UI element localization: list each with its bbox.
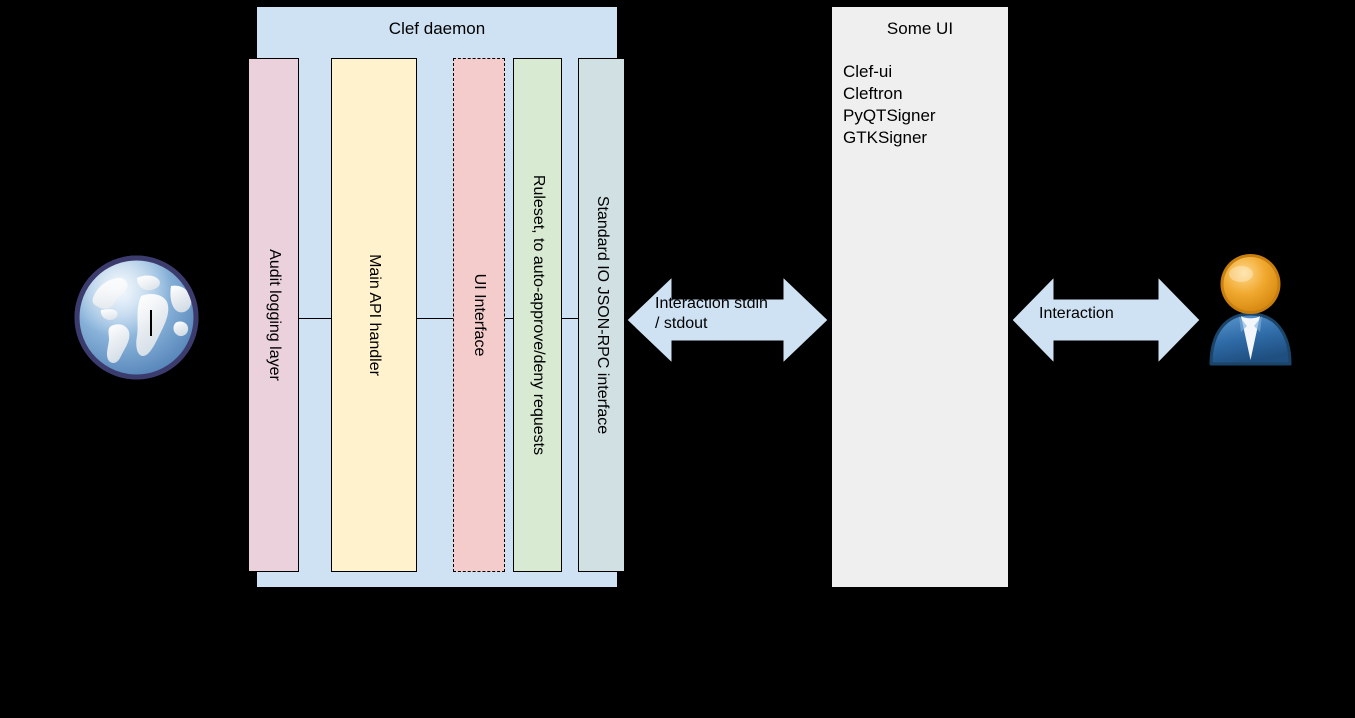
column-label-standard-io-jsonrpc-interface: Standard IO JSON-RPC interface [593,195,611,435]
interaction-arrow-label: Interaction [1039,305,1114,322]
connector-line-ui-to-ruleset [505,318,513,319]
interaction-arrow [1012,277,1200,363]
stdio-arrow [627,277,828,363]
some-ui-title: Some UI [886,19,954,38]
list-item: PyQTSigner [843,106,936,125]
column-label-audit-logging-layer: Audit logging layer [265,249,283,381]
globe-icon [71,252,202,383]
clef-daemon-title: Clef daemon [388,19,486,38]
connector-line-api-to-ui [417,318,453,319]
column-label-ui-interface: UI Interface [471,273,488,357]
column-label-ruleset: Ruleset, to auto-approve/deny requests [529,174,547,456]
column-standard-io-jsonrpc-interface: Standard IO JSON-RPC interface [578,58,625,572]
column-label-main-api-handler: Main API handler [366,254,383,376]
user-icon [1203,252,1298,368]
connector-line-audit-to-api [299,318,331,319]
list-item: Cleftron [843,84,903,103]
column-audit-logging-layer: Audit logging layer [248,58,299,572]
column-ui-interface: UI Interface [453,58,505,572]
column-ruleset: Ruleset, to auto-approve/deny requests [513,58,562,572]
list-item: GTKSigner [843,128,928,147]
some-ui-list: Clef-ui Cleftron PyQTSigner GTKSigner [843,61,1003,149]
connector-line-ruleset-to-jsonrpc [562,318,578,319]
some-ui-container [832,7,1008,587]
column-main-api-handler: Main API handler [331,58,417,572]
clef-daemon-container [257,7,617,587]
stdio-arrow-label: Interaction stdin / stdout [655,295,768,332]
list-item: Clef-ui [843,62,893,81]
